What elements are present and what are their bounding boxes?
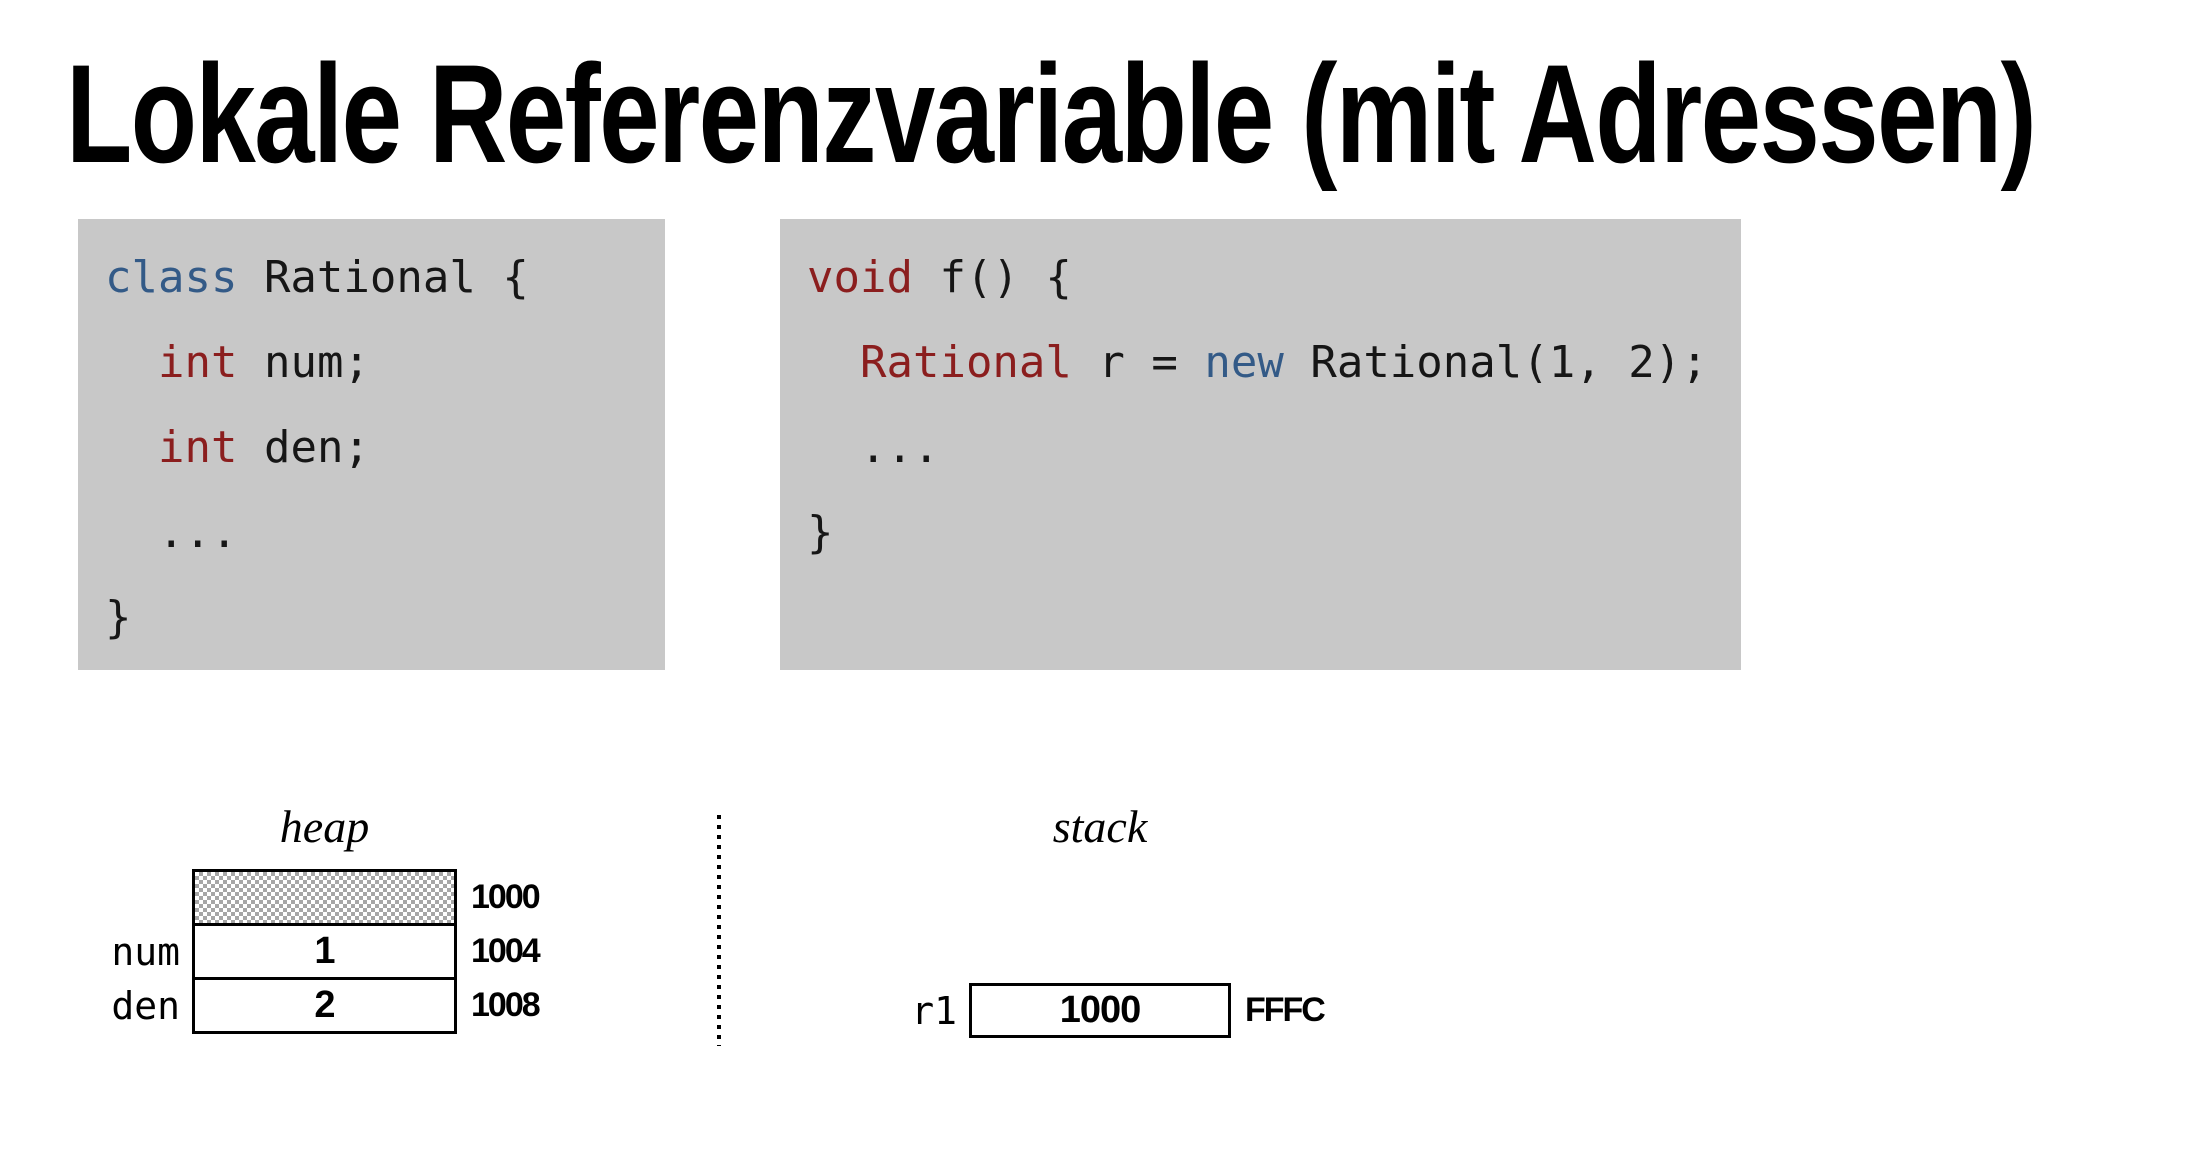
code-block-function-f: void f() { Rational r = new Rational(1, …: [780, 219, 1741, 670]
memory-address: FFFC: [1245, 991, 1326, 1029]
code-line: }: [807, 490, 1741, 575]
slide-title: Lokale Referenzvariable (mit Adressen): [66, 35, 2037, 192]
code-token: Rational: [859, 337, 1072, 388]
code-token: [105, 422, 158, 473]
memory-field-label: [72, 869, 192, 926]
code-block-class-rational: class Rational { int num; int den; ...}: [78, 219, 665, 670]
code-token: }: [807, 507, 834, 558]
memory-row: r1 1000 FFFC: [849, 983, 1326, 1038]
code-line: }: [105, 575, 665, 660]
code-line: ...: [105, 490, 665, 575]
memory-field-label: den: [111, 983, 180, 1028]
code-token: int: [157, 422, 238, 473]
memory-address: 1004: [471, 932, 541, 970]
memory-address: 1008: [471, 986, 541, 1024]
memory-row: num 1 1004: [72, 923, 541, 980]
code-token: }: [105, 592, 132, 643]
code-line: Rational r = new Rational(1, 2);: [807, 320, 1741, 405]
code-token: [807, 337, 860, 388]
heap-label: heap: [279, 801, 370, 852]
memory-row: den 2 1008: [72, 977, 541, 1034]
memory-row: 1000: [72, 869, 541, 926]
memory-value: 1000: [1059, 989, 1142, 1031]
memory-cell: 2: [192, 977, 457, 1034]
heap-memory-table: 1000 num 1 1004 den 2 1008: [72, 869, 541, 1034]
memory-cell-hatched: [192, 869, 457, 926]
heap-stack-divider-dotted-line: [717, 815, 721, 1046]
code-token: ...: [807, 422, 940, 473]
code-token: r =: [1071, 337, 1205, 388]
code-token: Rational(1, 2);: [1283, 337, 1708, 388]
memory-address: 1000: [471, 878, 541, 916]
memory-cell: 1000: [969, 983, 1231, 1038]
code-token: num;: [237, 337, 370, 388]
code-token: class: [105, 252, 238, 303]
memory-field-label: num: [111, 929, 180, 974]
code-line: int den;: [105, 405, 665, 490]
code-line: ...: [807, 405, 1741, 490]
memory-field-label: r1: [911, 988, 957, 1033]
code-token: Rational {: [237, 252, 529, 303]
code-token: ...: [105, 507, 238, 558]
memory-value: 1: [314, 930, 335, 972]
code-line: int num;: [105, 320, 665, 405]
code-token: int: [157, 337, 238, 388]
code-token: new: [1204, 337, 1284, 388]
code-token: den;: [237, 422, 370, 473]
code-token: f() {: [912, 252, 1072, 303]
stack-memory-table: r1 1000 FFFC: [849, 983, 1326, 1038]
code-line: class Rational {: [105, 235, 665, 320]
memory-cell: 1: [192, 923, 457, 980]
memory-value: 2: [314, 984, 335, 1026]
code-token: [105, 337, 158, 388]
code-line: void f() {: [807, 235, 1741, 320]
stack-label: stack: [1052, 801, 1148, 852]
code-token: void: [807, 252, 913, 303]
